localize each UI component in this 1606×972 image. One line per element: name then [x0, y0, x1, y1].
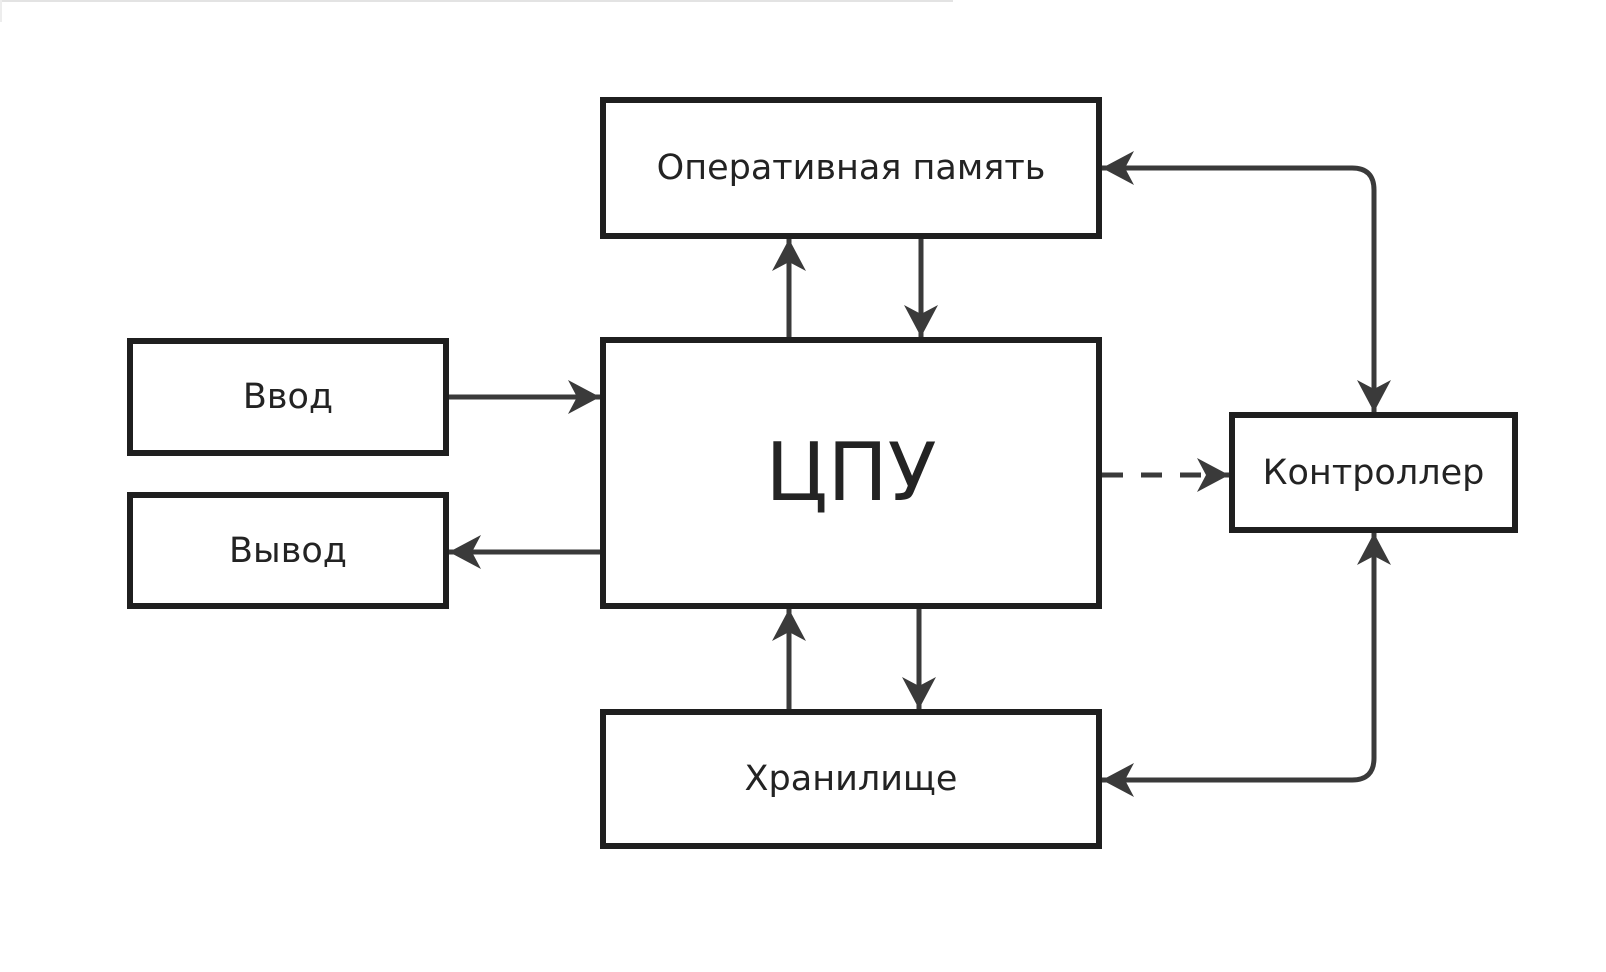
- node-cpu-label: ЦПУ: [765, 426, 937, 519]
- edge-controller-to-ram: [1102, 151, 1391, 412]
- node-controller-label: Контроллер: [1262, 452, 1485, 493]
- edge-controller-to-storage: [1102, 533, 1391, 797]
- node-ram: Оперативная память: [600, 97, 1102, 239]
- window-edge-left: [0, 0, 2, 22]
- node-storage-label: Хранилище: [744, 759, 958, 799]
- window-edge-top: [0, 0, 953, 2]
- node-output: Вывод: [127, 492, 449, 609]
- node-ram-label: Оперативная память: [656, 148, 1046, 188]
- node-input: Ввод: [127, 338, 449, 456]
- node-controller: Контроллер: [1229, 412, 1518, 533]
- node-cpu: ЦПУ: [600, 337, 1102, 609]
- node-input-label: Ввод: [242, 377, 334, 417]
- node-storage: Хранилище: [600, 709, 1102, 849]
- node-output-label: Вывод: [229, 530, 347, 571]
